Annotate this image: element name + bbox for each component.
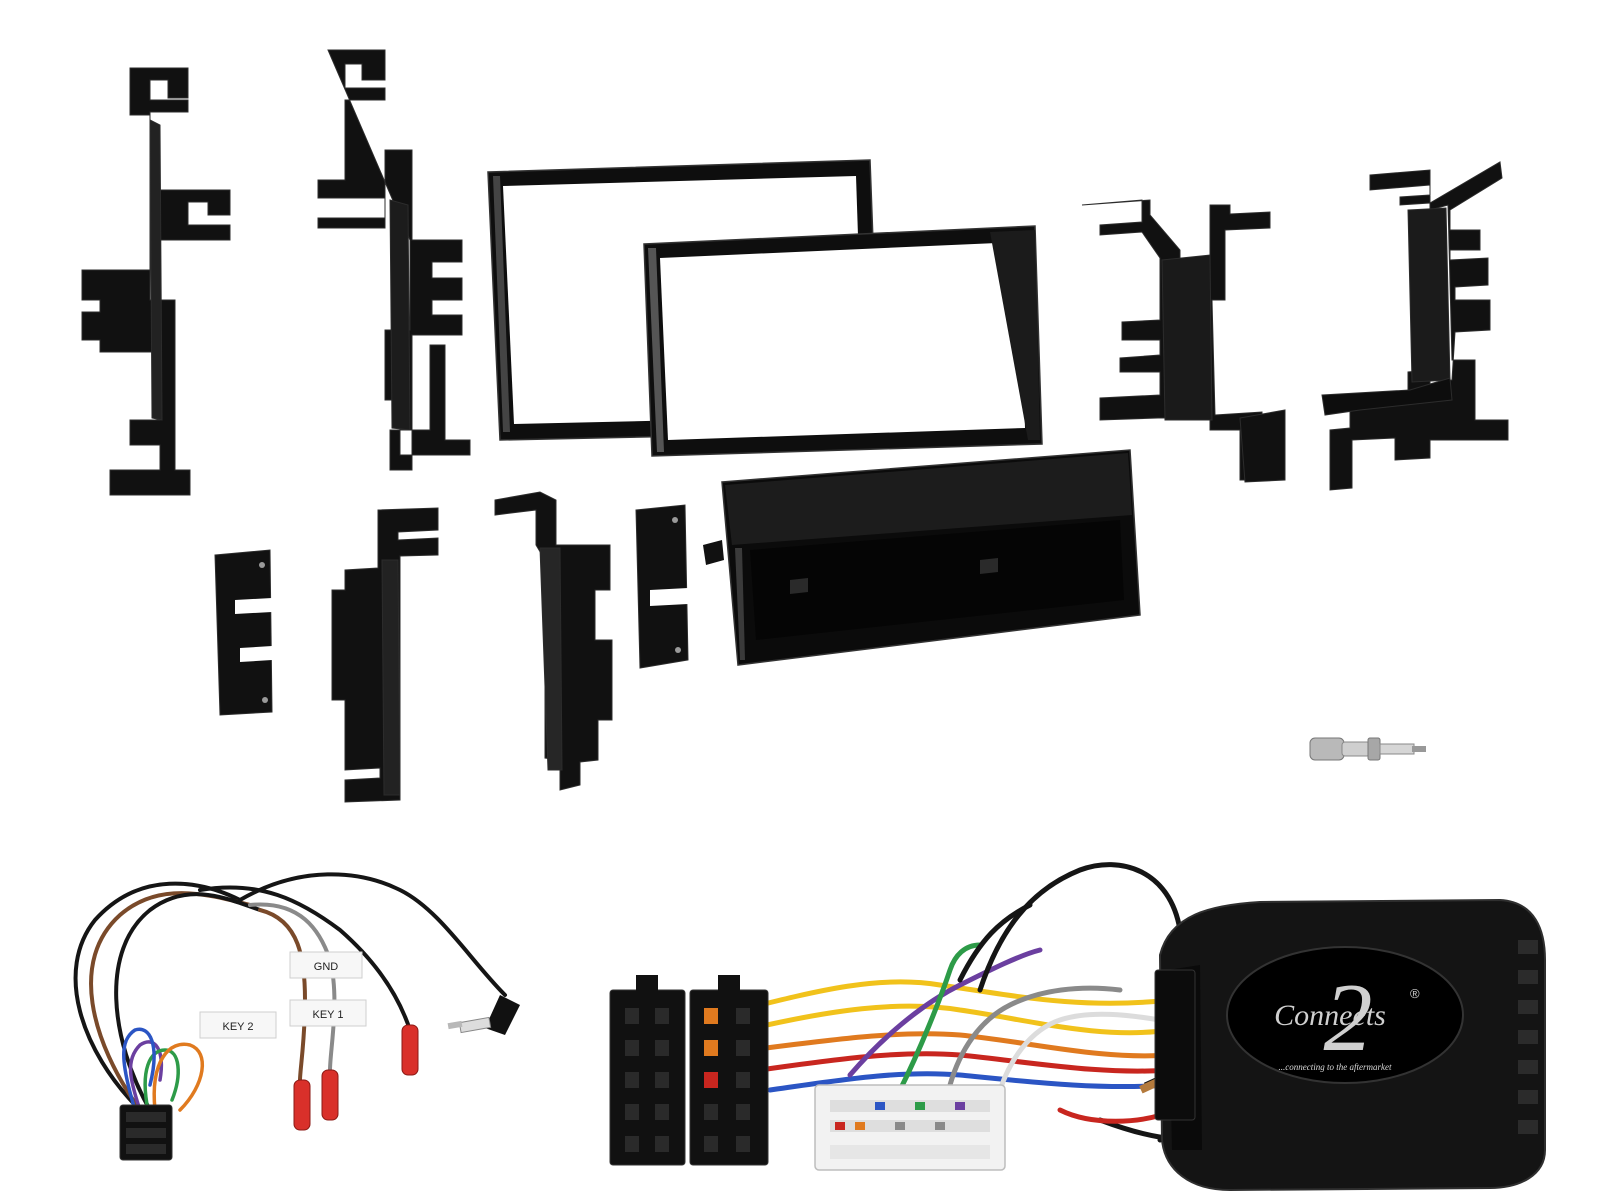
bracket-lower-a — [331, 507, 439, 803]
faceplate-front — [643, 225, 1043, 457]
red-terminal-key2 — [293, 1079, 311, 1131]
storage-pocket — [703, 449, 1141, 666]
interface-box-plug — [1154, 969, 1196, 1121]
bracket-left-inner — [317, 49, 471, 471]
antenna-adapter — [1309, 737, 1426, 761]
spacer-strip-right — [635, 504, 689, 669]
brand-name: Connects — [1274, 999, 1386, 1032]
iso-connector-left — [609, 975, 686, 1166]
iso-connector-right — [689, 975, 769, 1166]
tag-key2: KEY 2 — [199, 1011, 277, 1039]
steering-key-harness — [73, 872, 507, 1112]
jack-3-5mm — [447, 995, 520, 1035]
tag-key2-text: KEY 2 — [223, 1021, 254, 1033]
vehicle-connector-white — [814, 1084, 1006, 1171]
tag-key1-text: KEY 1 — [313, 1009, 344, 1021]
brand-mark: 2 — [1324, 964, 1373, 1072]
bracket-right-outer — [1321, 161, 1509, 491]
bracket-lower-b — [494, 491, 613, 791]
interface-loom-wires — [737, 862, 1218, 1143]
harness-plug-12pin — [119, 1104, 173, 1161]
spacer-strip-left — [214, 549, 273, 716]
tag-gnd-text: GND — [314, 961, 339, 973]
tag-key1: KEY 1 — [289, 999, 367, 1027]
red-terminal-key1 — [321, 1069, 339, 1121]
tag-gnd: GND — [289, 951, 363, 979]
brand-tagline: ...connecting to the aftermarket — [1279, 1062, 1392, 1072]
brand-registered: ® — [1410, 986, 1420, 1001]
steering-interface-box: 2 Connects ® ...connecting to the afterm… — [1158, 898, 1546, 1192]
bracket-left-outer — [81, 67, 231, 496]
red-terminal-gnd — [401, 1024, 419, 1076]
bracket-right-inner — [1081, 199, 1286, 483]
